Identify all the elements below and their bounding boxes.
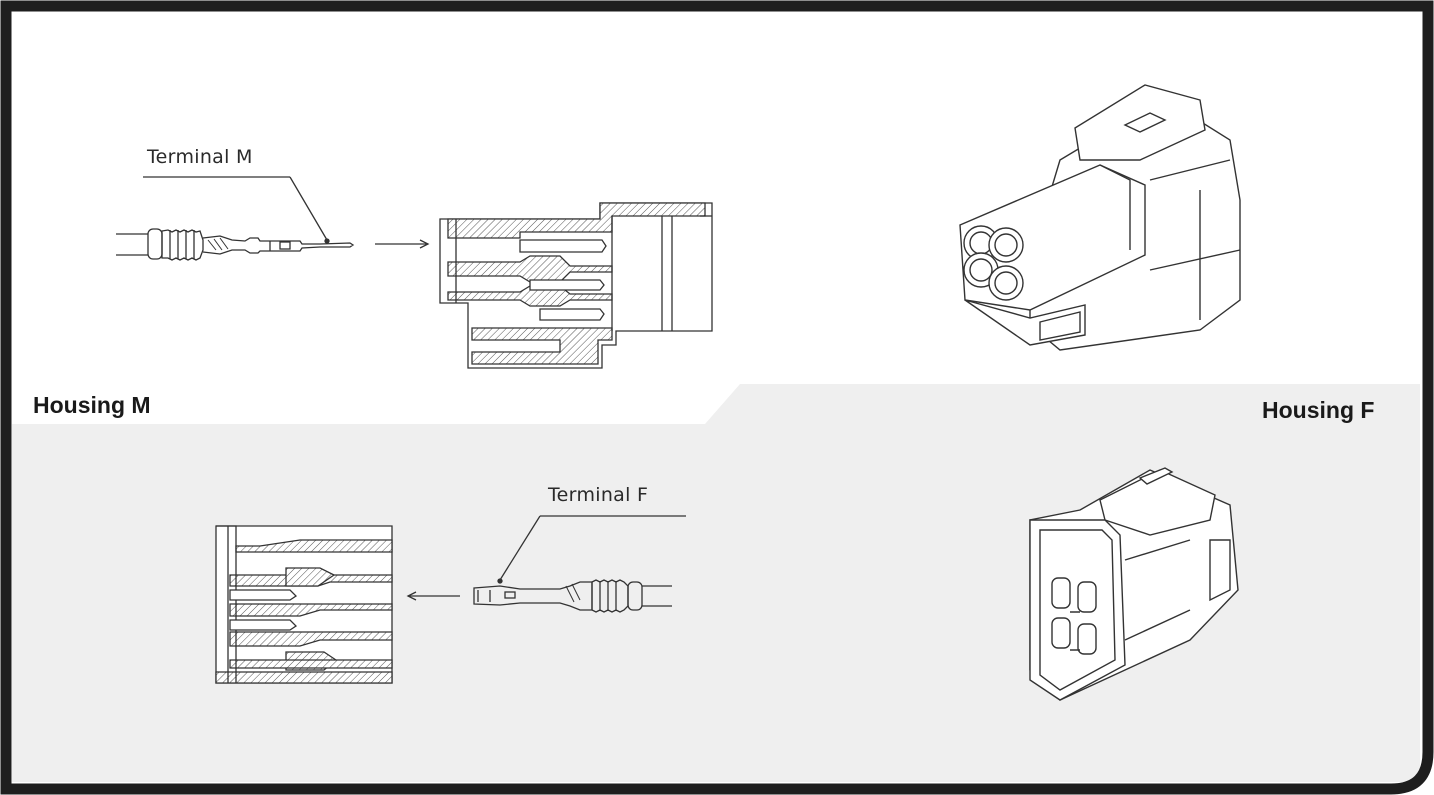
- arrow-m: [375, 239, 430, 249]
- housing-f-3d: [1029, 467, 1239, 701]
- terminal-f-label: Terminal F: [548, 484, 649, 506]
- terminal-m-drawing: [116, 176, 355, 261]
- housing-f-label: Housing F: [1262, 397, 1375, 423]
- housing-m-section: [439, 202, 713, 369]
- terminal-f-drawing: [473, 515, 686, 613]
- housing-m-3d: [959, 84, 1241, 351]
- housing-m-label: Housing M: [33, 392, 151, 418]
- housing-f-section: [215, 525, 393, 684]
- terminal-m-label: Terminal M: [147, 146, 253, 168]
- arrow-f: [406, 591, 460, 601]
